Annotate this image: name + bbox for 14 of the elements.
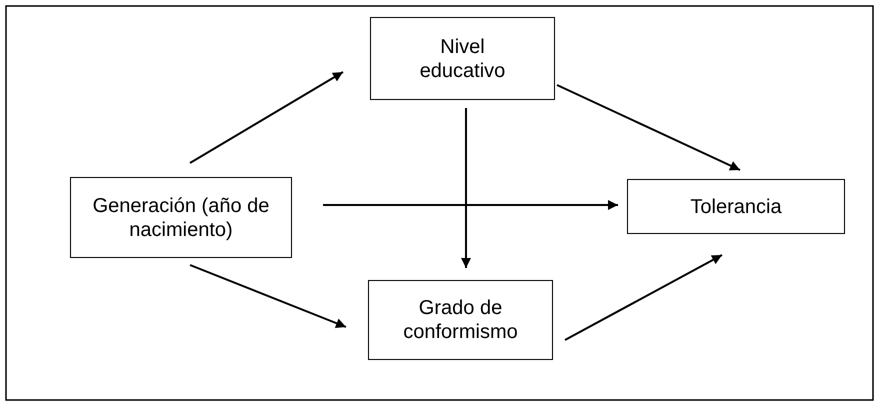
node-label: Tolerancia <box>690 194 782 218</box>
node-label: Grado de conformismo <box>402 296 519 344</box>
arrow <box>190 264 346 328</box>
arrow <box>323 200 618 210</box>
box <box>370 17 555 100</box>
node-label: Generación (año de nacimiento) <box>92 194 270 242</box>
arrow <box>564 254 722 341</box>
box <box>70 177 292 258</box>
arrow <box>189 71 344 164</box>
box <box>627 179 845 234</box>
node-label: Nivel educativo <box>418 34 506 82</box>
arrow <box>461 108 471 268</box>
arrow <box>556 84 740 171</box>
box <box>368 280 553 360</box>
